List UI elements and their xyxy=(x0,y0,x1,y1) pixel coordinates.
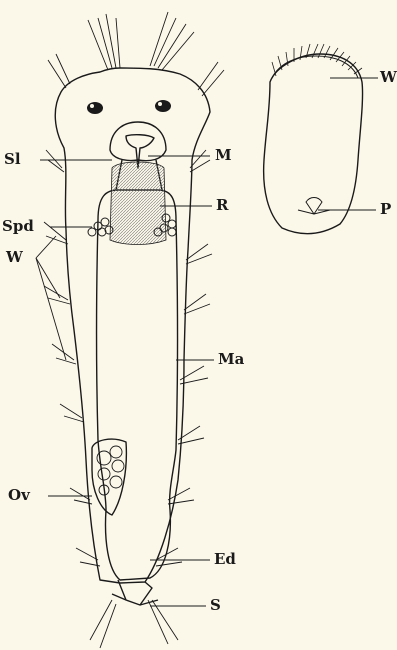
label-ed: Ed xyxy=(214,552,236,567)
inset-pharynx xyxy=(298,198,330,215)
inset-outline xyxy=(264,54,363,234)
label-r: R xyxy=(216,198,228,213)
body-outline xyxy=(55,68,210,583)
label-sl: Sl xyxy=(4,152,21,167)
retrocerebral-stipple xyxy=(110,162,166,245)
eye-spots xyxy=(87,100,171,114)
mastax-outline xyxy=(110,122,166,161)
foot xyxy=(118,580,152,605)
label-s: S xyxy=(210,598,221,613)
label-w: W xyxy=(6,250,23,265)
label-ma: Ma xyxy=(218,352,244,367)
label-p-inset: P xyxy=(380,202,391,217)
label-ov: Ov xyxy=(8,488,30,503)
label-m: M xyxy=(215,148,232,163)
setae xyxy=(44,12,224,648)
leader-lines xyxy=(36,78,378,606)
stomach-outline xyxy=(97,190,178,580)
inset-cilia xyxy=(272,44,362,76)
label-spd: Spd xyxy=(2,219,34,234)
label-w-inset: W xyxy=(380,70,397,85)
